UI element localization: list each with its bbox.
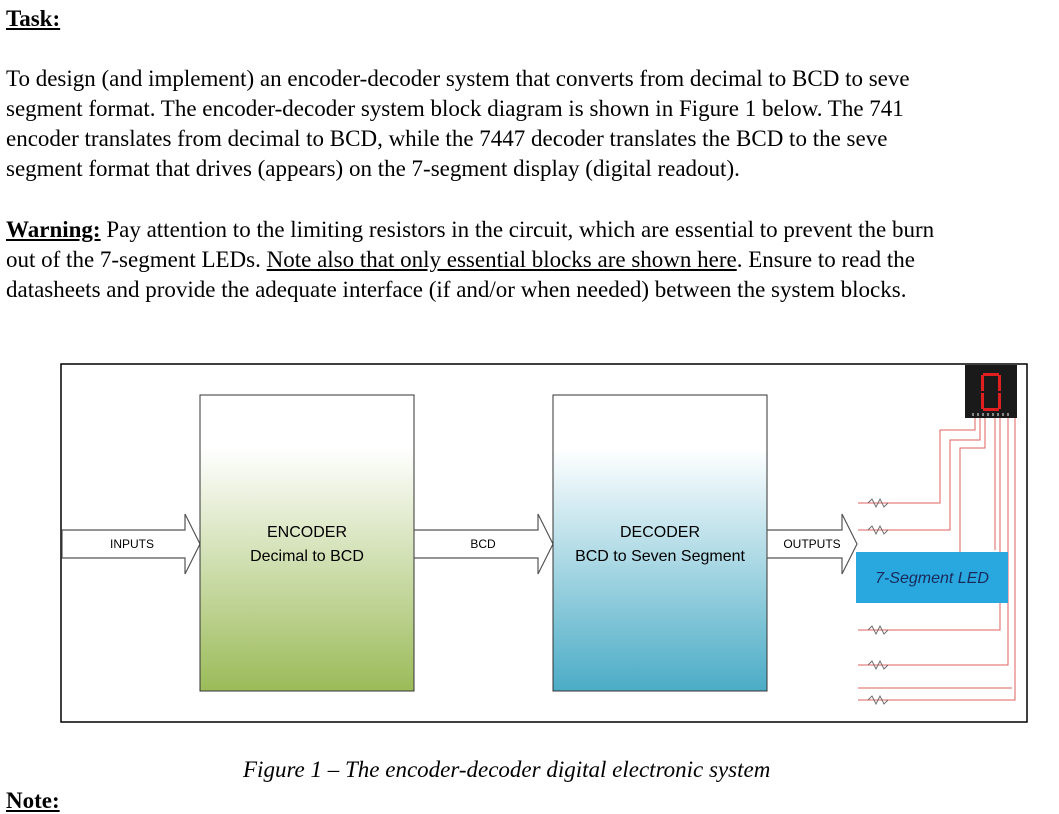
note-heading: Note: [6,788,60,813]
warning-text-1: Pay attention to the limiting resistors … [100,217,935,242]
task-line-2: segment format. The encoder-decoder syst… [6,96,904,121]
warning-text-2a: out of the 7-segment LEDs. [6,247,267,272]
encoder-title: ENCODER [267,524,347,541]
task-line-4: segment format that drives (appears) on … [6,156,740,181]
resistor-3 [867,624,889,636]
task-line-3: encoder translates from decimal to BCD, … [6,126,888,151]
wire-g [858,418,1009,666]
wiring [858,418,1016,701]
warning-line-2: out of the 7-segment LEDs. Note also tha… [6,245,1059,275]
bcd-label: BCD [470,537,496,551]
warning-note: Note also that only essential blocks are… [266,247,737,272]
decoder-block [552,394,768,692]
wire-b [858,418,981,531]
inputs-label: INPUTS [110,537,154,551]
outputs-arrow [766,513,858,575]
segment-lower-right [998,393,1001,409]
wire-h [858,418,1016,701]
wire-c [959,418,986,552]
task-line-1: To design (and implement) an encoder-dec… [6,66,910,91]
seven-segment-display [965,365,1017,418]
warning-text-2c: . Ensure to read the [736,247,915,272]
figure-caption: Figure 1 – The encoder-decoder digital e… [243,757,771,782]
led-label: 7-Segment LED [875,570,989,587]
encoder-subtitle: Decimal to BCD [250,548,364,565]
decoder-title: DECODER [620,524,700,541]
segment-upper-left [981,375,984,391]
segment-bottom [983,408,999,411]
resistors [867,497,889,706]
resistor-5 [867,694,889,706]
task-paragraph: To design (and implement) an encoder-dec… [6,64,1059,184]
warning-line-1: Warning: Pay attention to the limiting r… [6,215,1059,245]
segment-top [983,373,999,376]
inputs-arrow [61,513,201,575]
resistor-1 [867,497,889,509]
segment-lower-left [981,393,984,409]
encoder-block [199,394,415,692]
wire-a [858,418,976,504]
resistor-4 [867,659,889,671]
segment-upper-right [998,375,1001,391]
bcd-arrow [413,513,554,575]
display-pins [972,413,1009,416]
led-box [856,552,1008,603]
warning-label: Warning: [6,217,101,242]
decoder-subtitle: BCD to Seven Segment [575,548,745,565]
wire-f [858,603,1001,631]
resistor-2 [867,524,889,536]
warning-line-3: datasheets and provide the adequate inte… [6,277,907,302]
warning-paragraph: Warning: Pay attention to the limiting r… [6,215,1059,305]
outputs-label: OUTPUTS [783,537,840,551]
task-heading: Task: [6,6,61,31]
